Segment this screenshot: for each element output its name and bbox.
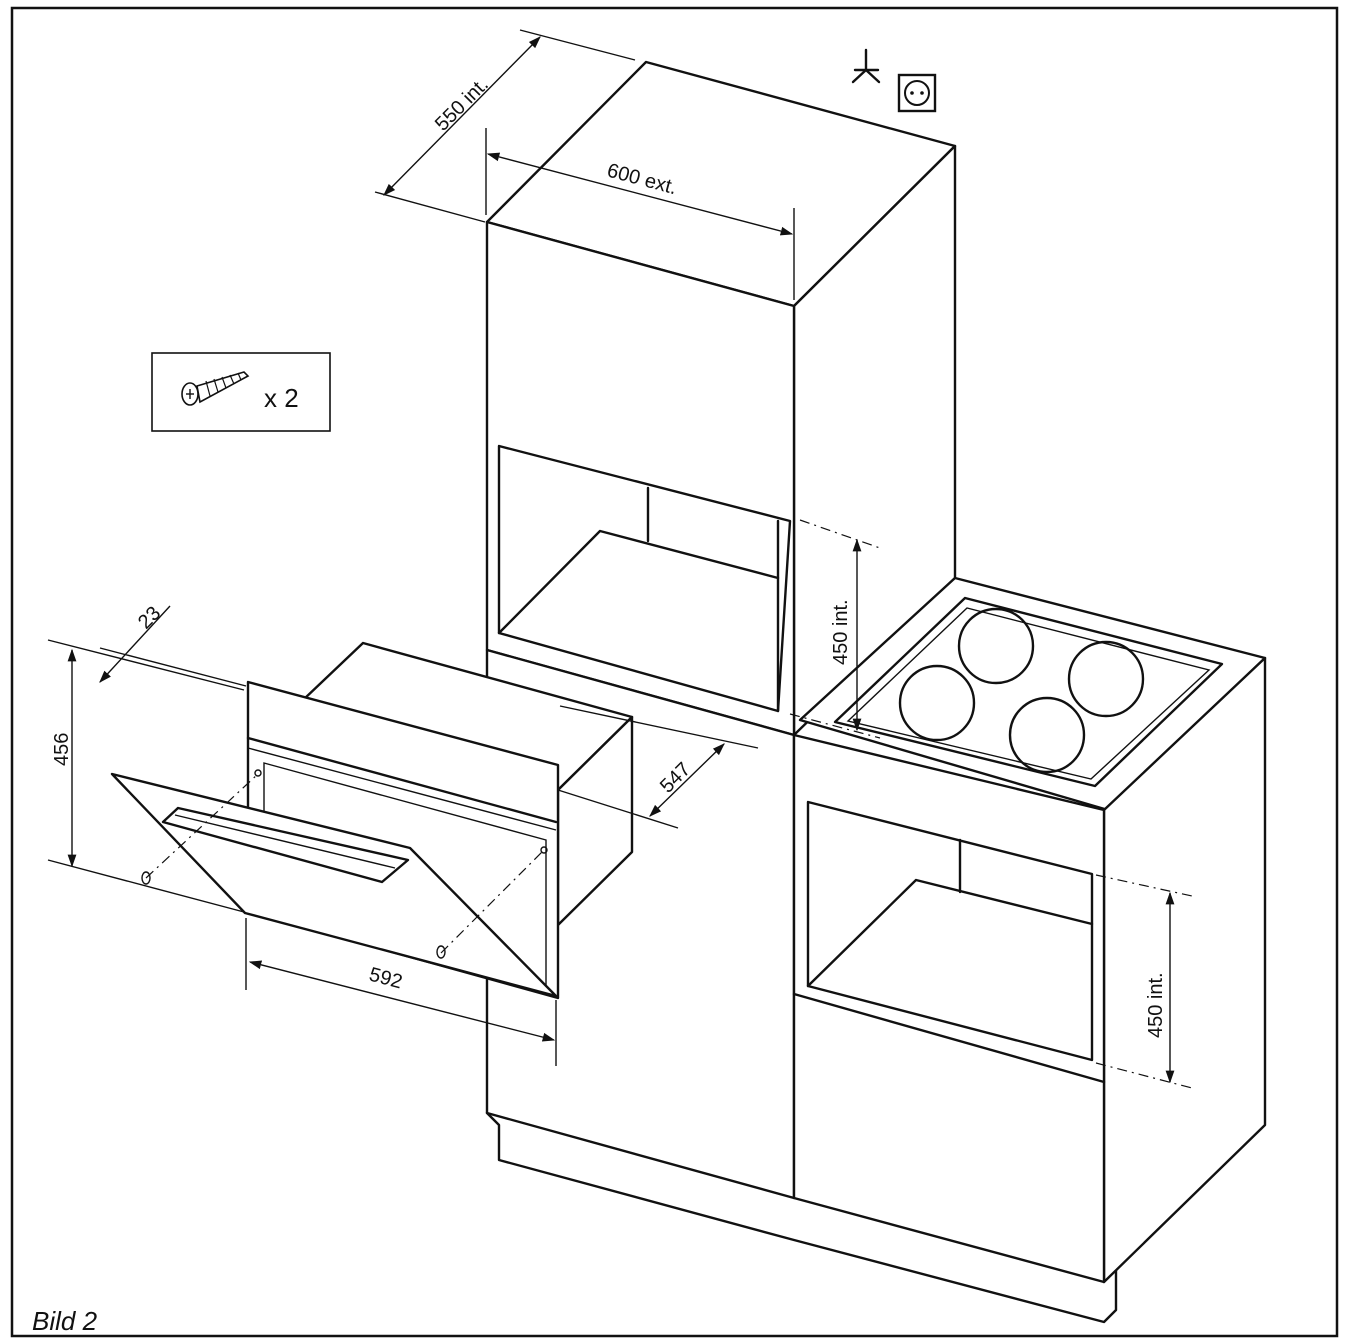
hob-zone-3 [898,664,976,742]
hob-zone-1 [957,607,1035,685]
screw-count: x 2 [264,383,299,413]
oven-door-handle [161,806,410,884]
ground-symbol-icon [851,48,881,84]
tall-cabinet-front [485,220,796,737]
base-cabinet-niche [806,800,1094,1062]
dim-oven-height: 456 [51,733,73,766]
parts-box: x 2 [151,352,331,432]
hob-zone-4 [1008,696,1086,774]
dim-depth-int: 550 int. [431,74,493,136]
base-cabinet-front [792,733,1106,1284]
hob [833,596,1224,788]
dim-front-thickness: 23 [134,602,165,633]
figure-caption: Bild 2 [32,1306,98,1336]
figure-border [10,6,1339,1338]
oven-appliance [110,641,634,1000]
dim-tall-opening-height: 450 int. [830,599,852,665]
dimension-lines [47,29,1193,1089]
base-cabinet [792,576,1267,1284]
oven-door [110,772,558,998]
screw-icon [181,371,250,406]
socket-outlet-icon [897,73,937,113]
hob-zone-2 [1067,640,1145,718]
dim-base-opening-height: 450 int. [1145,972,1167,1038]
dim-oven-width: 592 [367,964,405,994]
